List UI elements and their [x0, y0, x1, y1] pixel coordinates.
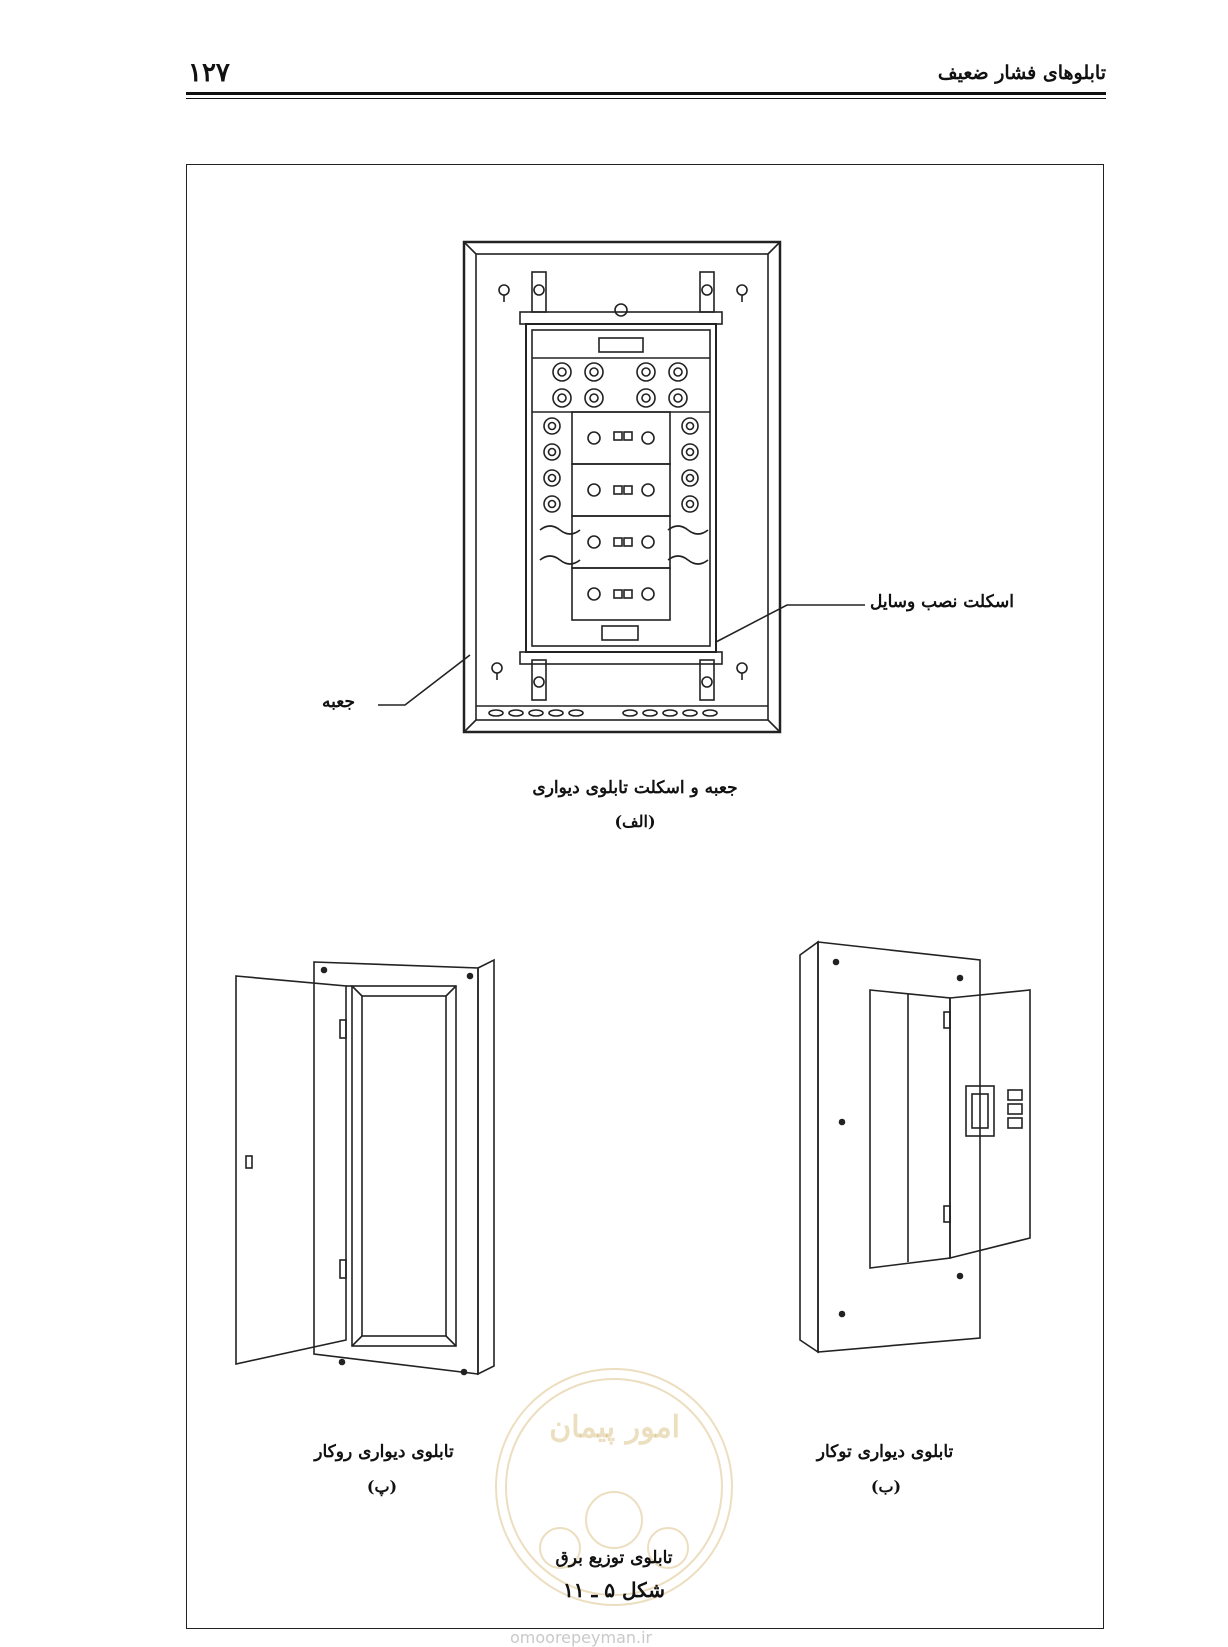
surface-panel-drawing [235, 958, 495, 1376]
label-skeleton: اسکلت نصب وسایل [870, 592, 1014, 612]
watermark-url: omoorepeyman.ir [510, 1628, 653, 1647]
tag-b: (ب) [870, 1477, 902, 1496]
caption-b: تابلوی دیواری توکار [816, 1442, 954, 1462]
breaker-modules [571, 411, 671, 621]
panel-box-with-skeleton [462, 240, 782, 734]
figure-main-caption: تابلوی توزیع برق [555, 1548, 673, 1568]
page-number: ۱۲۷ [188, 58, 230, 88]
fuse-array-sides [543, 417, 699, 513]
box-leader-line [378, 654, 471, 706]
watermark-seal [495, 1368, 733, 1606]
skeleton-leader-line [715, 604, 865, 643]
header-rule [186, 92, 1106, 95]
figure-frame [186, 164, 1104, 1629]
fuse-array-top [532, 357, 710, 413]
figure-number: شکل ۵ ـ ۱۱ [563, 1578, 665, 1602]
tag-p: (پ) [366, 1477, 398, 1496]
chapter-title: تابلوهای فشار ضعیف [937, 62, 1106, 84]
caption-a: جعبه و اسکلت تابلوی دیواری [532, 778, 738, 798]
flush-panel-drawing [799, 940, 1031, 1354]
watermark-seal-script: امور پیمان [549, 1410, 680, 1445]
label-box: جعبه [322, 692, 355, 712]
caption-p: تابلوی دیواری روکار [314, 1442, 454, 1462]
header-rule-thin [186, 98, 1106, 99]
tag-a: (الف) [614, 812, 656, 831]
